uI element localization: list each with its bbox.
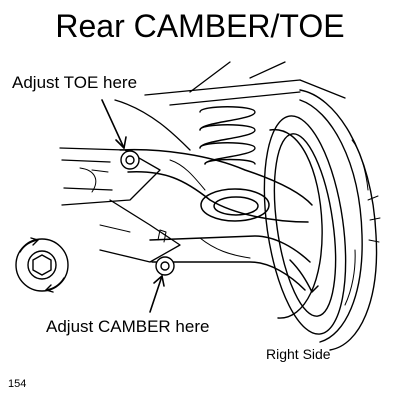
page-number: 154 bbox=[8, 378, 27, 390]
lower-camber-arm bbox=[149, 235, 319, 293]
camber-adjust-bolt bbox=[155, 229, 175, 276]
subframe bbox=[59, 147, 181, 263]
wheel-tire bbox=[263, 89, 381, 351]
side-label: Right Side bbox=[266, 346, 331, 362]
toe-adjust-label: Adjust TOE here bbox=[12, 73, 138, 92]
coil-spring bbox=[199, 106, 256, 165]
toe-adjust-bolt bbox=[120, 150, 140, 170]
diagram-title: Rear CAMBER/TOE bbox=[55, 8, 345, 44]
eccentric-bolt-rotation-icon bbox=[15, 237, 69, 293]
upper-toe-link bbox=[119, 148, 313, 223]
camber-adjust-label: Adjust CAMBER here bbox=[46, 317, 210, 336]
toe-leader-arrow bbox=[101, 99, 127, 149]
body-panel bbox=[114, 61, 346, 151]
camber-leader-arrow bbox=[149, 275, 165, 313]
